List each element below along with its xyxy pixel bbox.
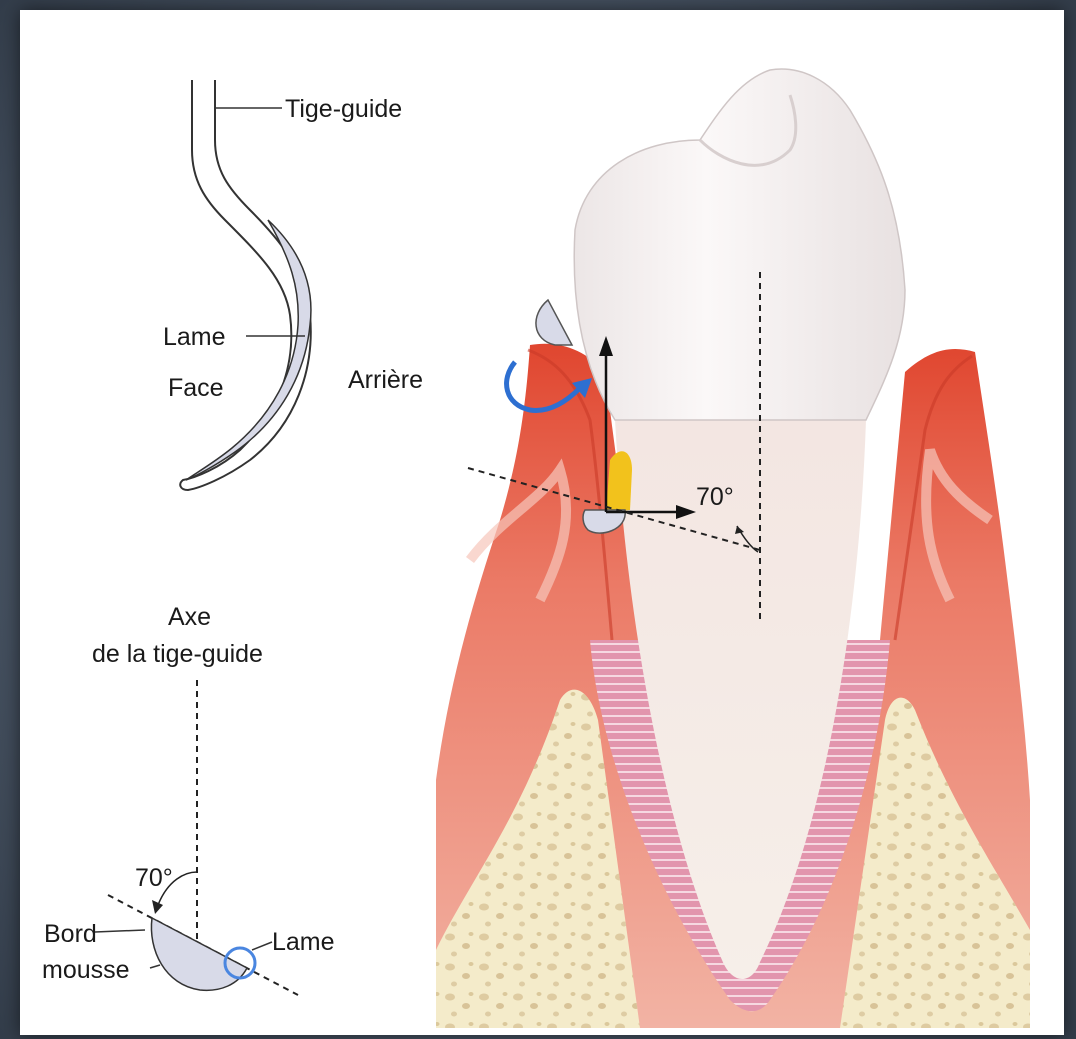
- label-axe-tige-guide: de la tige-guide: [92, 640, 263, 668]
- label-arriere: Arrière: [348, 366, 423, 394]
- label-lame-bottom: Lame: [272, 928, 335, 956]
- label-bord: Bord: [44, 920, 97, 948]
- label-axe: Axe: [168, 603, 211, 631]
- curette-blade-top: [536, 300, 572, 345]
- label-face: Face: [168, 374, 224, 402]
- tooth-crown: [574, 69, 905, 420]
- curette-diagram: 70° Tige-guide Lame Face Arrière Axe de …: [20, 10, 1064, 1035]
- label-mousse: mousse: [42, 956, 130, 984]
- curette-profile: Tige-guide Lame Face Arrière: [163, 80, 423, 490]
- label-lame-top: Lame: [163, 323, 226, 351]
- blade-cross-section: Axe de la tige-guide 70° Bord mousse Lam…: [42, 603, 335, 995]
- curette-shank: [180, 80, 310, 490]
- label-angle-70: 70°: [135, 864, 173, 892]
- illustration-page: 70° Tige-guide Lame Face Arrière Axe de …: [20, 10, 1064, 1035]
- blade-cross-shape: [151, 918, 247, 990]
- tooth-angle-label: 70°: [696, 483, 734, 511]
- label-tige-guide: Tige-guide: [285, 95, 402, 123]
- tooth-illustration: 70°: [436, 69, 1030, 1028]
